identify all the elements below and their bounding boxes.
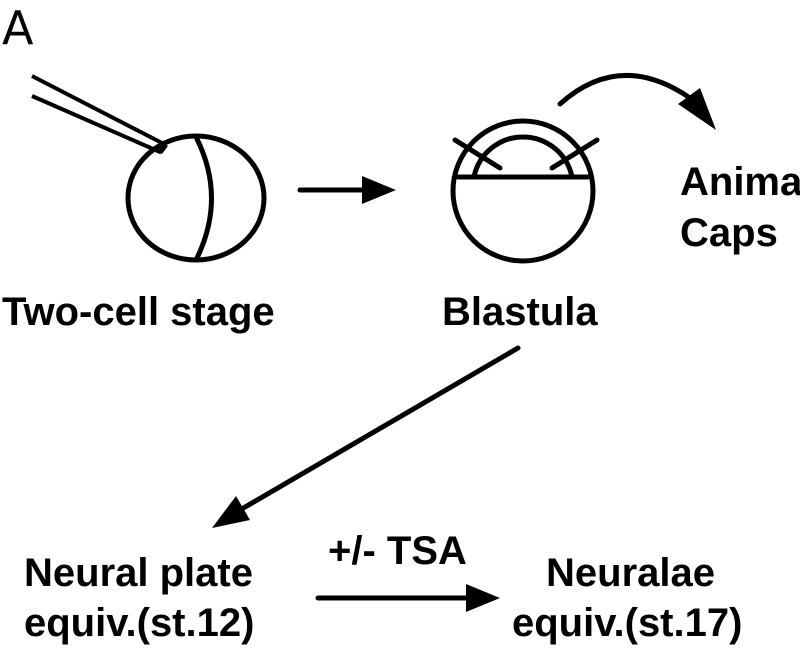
injection-needle-icon [31,74,168,154]
label-two-cell-stage: Two-cell stage [2,290,275,334]
label-treatment: +/- TSA [328,529,467,573]
blastula-embryo [450,118,596,264]
arrow-to-neural-plate [212,345,521,528]
cut-mark-right [549,137,600,171]
panel-label: A [2,1,34,55]
label-neural-plate-line2: equiv.(st.12) [24,601,254,645]
curved-arrow-to-animal-caps [557,72,716,130]
label-blastula: Blastula [442,290,598,334]
label-neuralae-line1: Neuralae [546,551,715,595]
label-animal-caps-line1: Animal [680,160,800,204]
arrow-to-blastula [297,176,396,204]
label-neuralae-line2: equiv.(st.17) [512,601,742,645]
label-animal-caps-line2: Caps [680,211,778,255]
two-cell-embryo [125,133,267,263]
label-neural-plate-line1: Neural plate [24,551,253,595]
arrow-tsa-treatment [315,584,500,612]
cut-mark-left [452,137,503,171]
